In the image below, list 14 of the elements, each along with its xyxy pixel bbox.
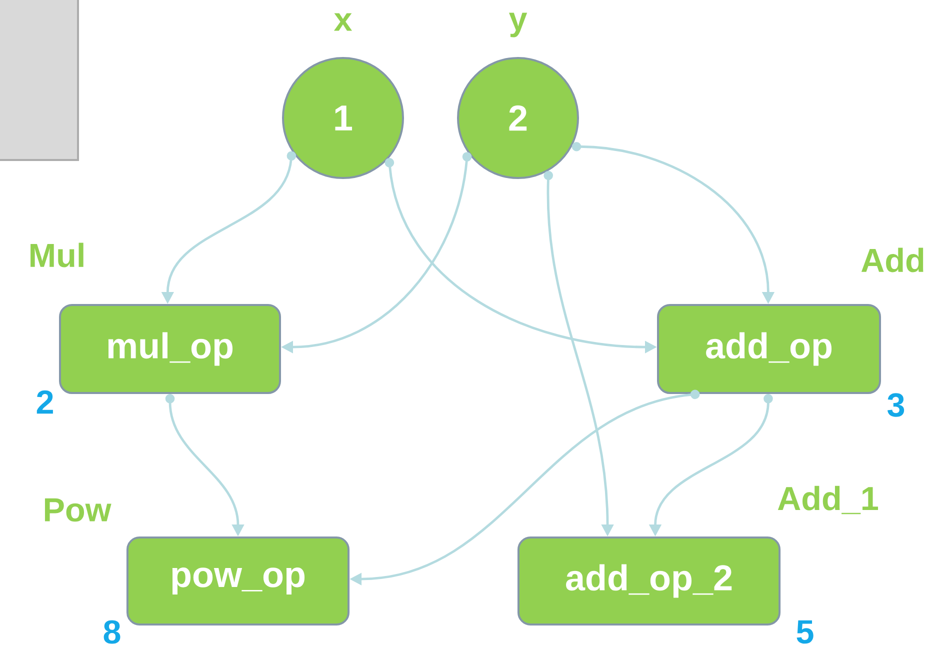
operation-box: pow_op: [126, 536, 350, 626]
index-number: 2: [36, 390, 53, 414]
operator-label: Add: [861, 248, 924, 272]
operation-box: mul_op: [59, 304, 281, 394]
operator-label: x: [334, 13, 352, 31]
index-number: 8: [104, 620, 120, 644]
operator-label: Pow: [44, 498, 112, 522]
index-number: 5: [796, 620, 814, 644]
index-number: 3: [888, 393, 904, 417]
operator-label: Mul: [30, 242, 84, 268]
operator-label: y: [509, 12, 528, 38]
operator-label: Add_1: [778, 486, 878, 514]
operation-box: add_op_2: [517, 536, 781, 626]
operation-box: add_op: [657, 304, 881, 394]
